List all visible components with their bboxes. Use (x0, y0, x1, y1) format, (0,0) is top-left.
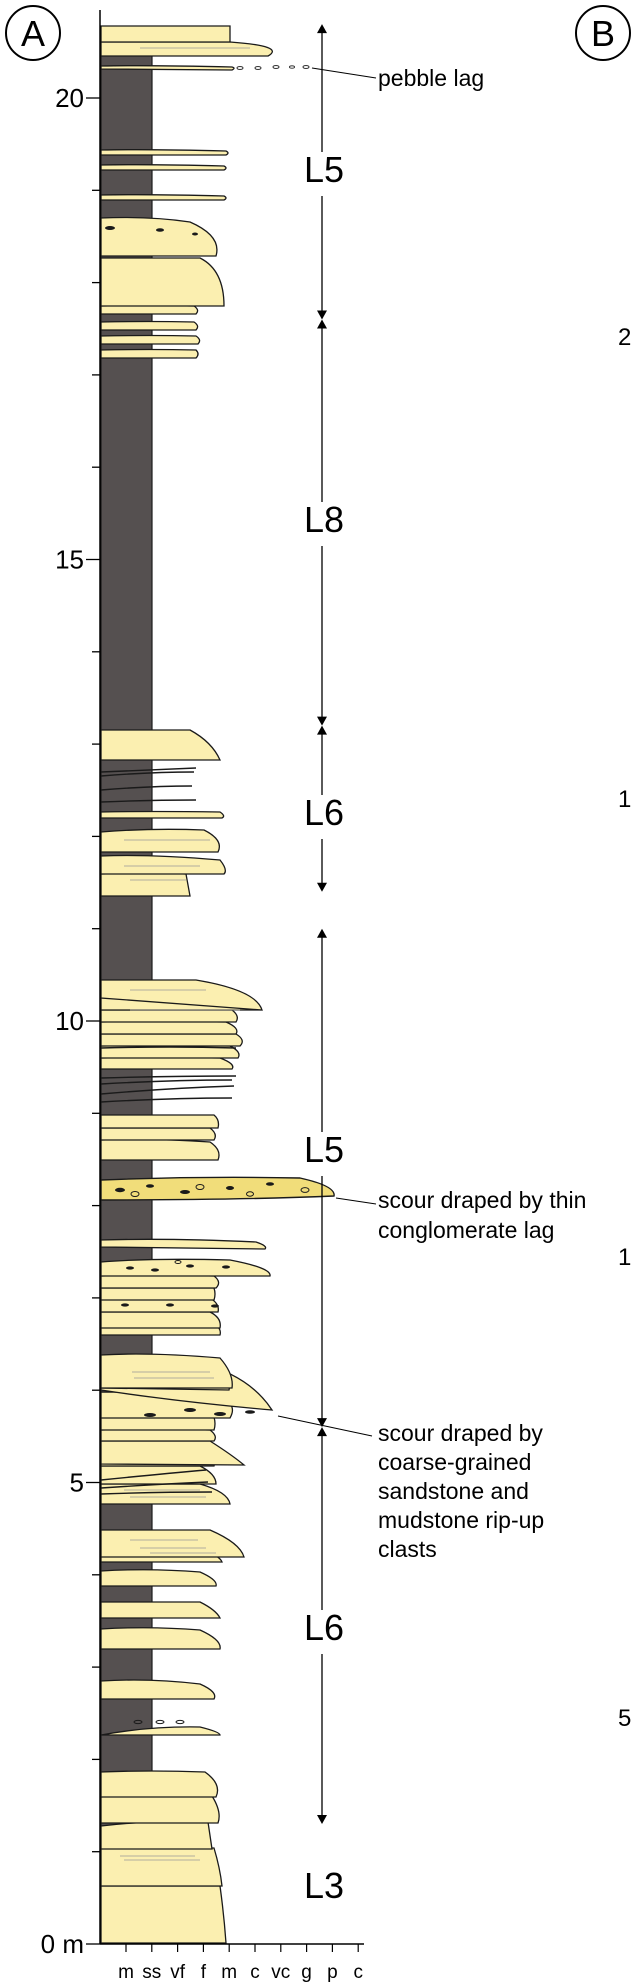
annotation-pebble-lag-line-1: pebble lag (378, 65, 484, 91)
conglomerate-lag-bed (100, 1176, 335, 1201)
interval-label-l6: L6 (304, 1607, 344, 1648)
depth-label-20: 20 (55, 83, 84, 113)
interval-label-l3: L3 (304, 1865, 344, 1906)
depth-label-0: 0 m (41, 1929, 84, 1959)
annotation-rip-up-line-2: coarse-grained (378, 1449, 531, 1475)
interval-arrowhead-down (317, 716, 327, 726)
interval-arrowhead-up (317, 24, 327, 34)
interval-arrowhead-down (317, 1418, 327, 1428)
rip-up-clasts (105, 226, 255, 1725)
interval-arrowhead-down (317, 1815, 327, 1825)
pebble-lag-clasts (236, 65, 310, 70)
annotation-rip-up-clasts: scour draped by coarse-grained sandstone… (277, 1415, 544, 1562)
depth-label-15: 15 (55, 545, 84, 575)
depth-label-5: 5 (70, 1468, 84, 1498)
grain-size-label-0: m (118, 1962, 134, 1983)
grain-size-label-6: vc (271, 1962, 290, 1983)
annotation-pebble-lag: pebble lag (311, 65, 484, 91)
svg-text:1: 1 (618, 1244, 631, 1271)
grain-size-label-8: p (327, 1962, 338, 1983)
panel-b-badge: B (575, 5, 631, 61)
panel-a-badge: A (5, 5, 61, 61)
interval-arrowhead-down (317, 310, 327, 320)
sandstone-beds (100, 25, 274, 1944)
depth-axis: 0 m 5 10 15 20 (41, 10, 101, 1959)
grain-size-label-2: vf (170, 1962, 186, 1983)
interval-arrowhead-down (317, 882, 327, 892)
svg-text:1: 1 (618, 786, 631, 813)
panel-b-fragment: 2 1 1 5 (618, 324, 631, 1732)
grain-size-label-3: f (201, 1962, 207, 1983)
depth-labels: 0 m 5 10 15 20 (41, 83, 84, 1959)
depth-ticks (86, 97, 100, 1945)
panel-b-label: B (591, 13, 615, 54)
annotation-conglomerate-lag-line-2: conglomerate lag (378, 1217, 554, 1243)
annotation-rip-up-line-1: scour draped by (378, 1420, 543, 1446)
interval-arrowhead-up (317, 725, 327, 735)
grain-size-label-4: m (221, 1962, 237, 1983)
interval-label-l6: L6 (304, 792, 344, 833)
annotation-conglomerate-lag: scour draped by thin conglomerate lag (335, 1187, 586, 1243)
annotation-rip-up-line-5: clasts (378, 1536, 437, 1562)
interval-arrowhead-up (317, 1427, 327, 1437)
grain-size-ticks (125, 1944, 359, 1952)
annotation-rip-up-line-4: mudstone rip-up (378, 1507, 544, 1533)
interval-label-l8: L8 (304, 499, 344, 540)
grain-size-label-5: c (250, 1962, 260, 1983)
depth-label-10: 10 (55, 1006, 84, 1036)
svg-text:5: 5 (618, 1705, 631, 1732)
internal-laminations (120, 47, 250, 1861)
interval-arrowhead-up (317, 319, 327, 329)
interval-label-l5: L5 (304, 149, 344, 190)
panel-a-label: A (21, 13, 45, 54)
interval-arrowhead-up (317, 928, 327, 938)
grain-size-label-7: g (301, 1962, 312, 1983)
grain-size-label-9: c (353, 1962, 363, 1983)
annotation-rip-up-line-3: sandstone and (378, 1478, 529, 1504)
annotation-conglomerate-lag-line-1: scour draped by thin (378, 1187, 586, 1213)
grain-size-label-1: ss (142, 1962, 161, 1983)
interval-label-l5: L5 (304, 1129, 344, 1170)
annotations: pebble lag scour draped by thin conglome… (277, 65, 586, 1562)
heterolithic-laminae (100, 767, 237, 1495)
svg-text:2: 2 (618, 324, 631, 351)
